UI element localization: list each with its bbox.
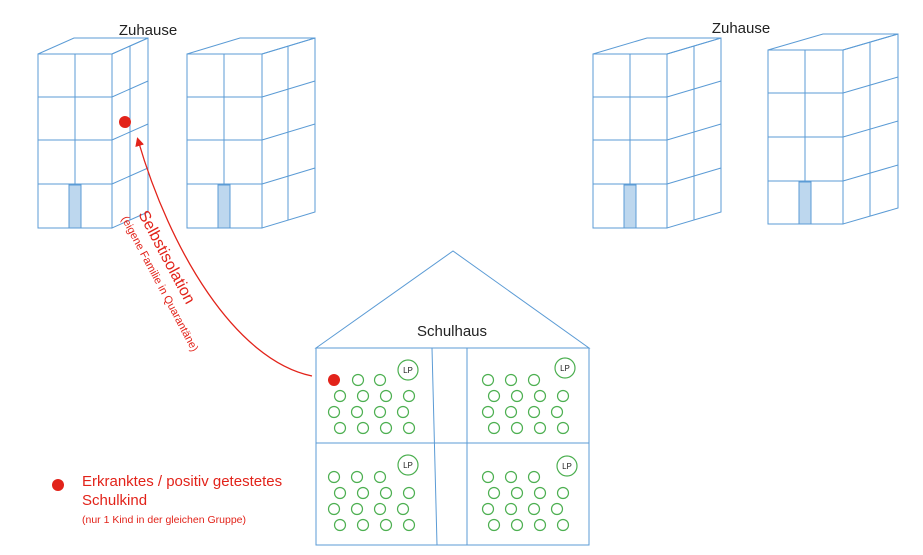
- pupil-circle: [527, 405, 541, 419]
- home-group-left: Zuhause: [37, 22, 316, 229]
- home-group-right: Zuhause: [592, 20, 899, 229]
- pupil-circle: [351, 373, 365, 387]
- pupil-circle: [510, 518, 524, 532]
- legend-text: Erkranktes / positiv getestetes Schulkin…: [82, 472, 302, 527]
- pupil-circle: [356, 486, 370, 500]
- pupil-circle: [356, 389, 370, 403]
- pupil-circle: [350, 405, 364, 419]
- pupil-circle: [350, 502, 364, 516]
- teacher-label: LP: [403, 366, 413, 375]
- pupil-circle: [402, 486, 416, 500]
- pupil-circle: [550, 405, 564, 419]
- pupil-circle: [402, 389, 416, 403]
- pupil-circle: [481, 373, 495, 387]
- pupil-circle: [533, 486, 547, 500]
- pupil-circle: [504, 470, 518, 484]
- door: [798, 181, 812, 225]
- teacher-circle: [556, 455, 578, 477]
- home-left-label: Zuhause: [119, 22, 177, 39]
- classroom-top-right: [481, 357, 576, 435]
- school-house: [314, 250, 591, 546]
- infected-marker-icon: [52, 479, 64, 491]
- pupil-circle: [379, 518, 393, 532]
- pupil-circle: [402, 518, 416, 532]
- pupil-circle: [327, 470, 341, 484]
- classroom-bottom-right: [481, 455, 578, 532]
- isolation-annotation: Selbstisolation (eigene Familie in Quara…: [118, 208, 200, 354]
- pupil-circle: [481, 405, 495, 419]
- pupil-circle: [379, 389, 393, 403]
- pupil-circle: [556, 486, 570, 500]
- pupil-circle: [333, 421, 347, 435]
- pupil-circle: [396, 502, 410, 516]
- classroom-bottom-left: [327, 454, 419, 532]
- pupil-circle: [333, 486, 347, 500]
- door: [68, 184, 82, 229]
- pupil-circle: [527, 373, 541, 387]
- pupil-circle: [481, 470, 495, 484]
- pupil-circle: [504, 502, 518, 516]
- pupil-circle: [556, 421, 570, 435]
- pupil-circle: [533, 518, 547, 532]
- pupil-circle: [556, 518, 570, 532]
- teacher-circle: [554, 357, 576, 379]
- infected-child-in-class: [328, 374, 340, 386]
- pupil-circle: [373, 470, 387, 484]
- pupil-circle: [402, 421, 416, 435]
- pupil-circle: [504, 405, 518, 419]
- pupil-circle: [487, 486, 501, 500]
- classroom-top-left: [327, 359, 419, 435]
- pupil-circle: [356, 518, 370, 532]
- teacher-label: LP: [560, 364, 570, 373]
- teacher-label: LP: [562, 462, 572, 471]
- apartment-building-1: [37, 37, 149, 229]
- pupil-circle: [510, 389, 524, 403]
- pupil-circle: [373, 502, 387, 516]
- school-body: [315, 347, 590, 546]
- pupil-circle: [356, 421, 370, 435]
- pupil-circle: [527, 470, 541, 484]
- teacher-label: LP: [403, 461, 413, 470]
- apartment-building-3: [592, 37, 722, 229]
- legend-title: Erkranktes / positiv getestetes Schulkin…: [82, 473, 283, 509]
- pupil-circle: [527, 502, 541, 516]
- pupil-circle: [396, 405, 410, 419]
- apartment-building-4: [767, 33, 899, 225]
- pupil-circle: [533, 421, 547, 435]
- pupil-circle: [504, 373, 518, 387]
- pupil-circle: [373, 405, 387, 419]
- pupil-circle: [373, 373, 387, 387]
- door: [623, 184, 637, 229]
- door: [217, 184, 231, 229]
- pupil-circle: [327, 405, 341, 419]
- pupil-circle: [487, 389, 501, 403]
- pupil-circle: [510, 421, 524, 435]
- home-right-label: Zuhause: [712, 20, 770, 37]
- teacher-circle: [397, 359, 419, 381]
- pupil-circle: [550, 502, 564, 516]
- pupil-circle: [333, 518, 347, 532]
- pupil-circle: [487, 421, 501, 435]
- pupil-circle: [533, 389, 547, 403]
- legend-note: (nur 1 Kind in der gleichen Gruppe): [82, 514, 247, 526]
- pupil-circle: [327, 502, 341, 516]
- pupil-circle: [556, 389, 570, 403]
- pupil-circle: [379, 421, 393, 435]
- infected-child-at-home: [119, 116, 131, 128]
- pupil-circle: [510, 486, 524, 500]
- apartment-building-2: [186, 37, 316, 229]
- pupil-circle: [481, 502, 495, 516]
- school-label: Schulhaus: [417, 323, 487, 340]
- pupil-circle: [379, 486, 393, 500]
- pupil-circle: [350, 470, 364, 484]
- isolation-arrow: [135, 137, 313, 377]
- pupil-circle: [487, 518, 501, 532]
- pupil-circle: [333, 389, 347, 403]
- teacher-circle: [397, 454, 419, 476]
